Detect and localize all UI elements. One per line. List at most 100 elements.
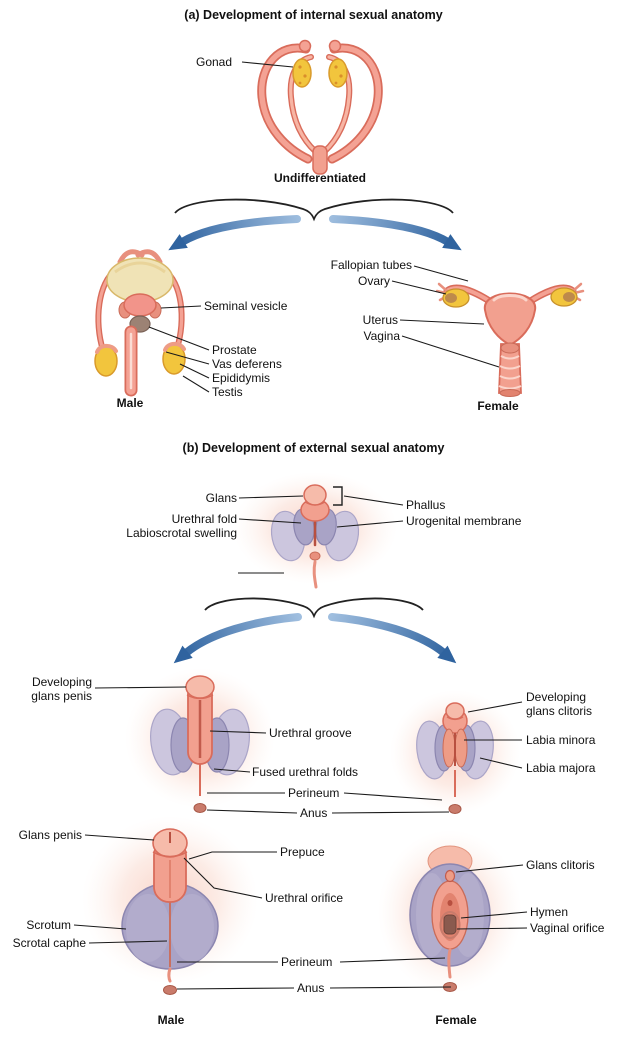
perineum-bottom-label: Perineum [281,955,333,969]
undifferentiated-internal-illustration [257,39,383,175]
perineum-mid-label: Perineum [288,786,340,800]
anus-mid-left-leader [206,809,298,814]
uterus-shape [483,292,537,347]
epididymis-label: Epididymis [212,371,271,385]
vaginal-orifice-label: Vaginal orifice [530,921,605,935]
testis-leader [182,375,210,393]
glans-penis-label: Glans penis [18,828,82,842]
urethral-orifice-leader [183,857,263,899]
female-caption-a: Female [477,399,519,413]
developing-glans-clitoris-shape [445,702,465,720]
section-b-title: (b) Development of external sexual anato… [182,441,445,455]
labioscrotal-swelling-label: Labioscrotal swelling [126,526,237,540]
mature-female-external-illustration [378,830,522,994]
glans-clitoris-leader [455,864,524,873]
urethral-fold-label: Urethral fold [171,512,237,526]
anus-bottom-right-leader [329,986,452,989]
scrotum-leader [73,924,127,930]
developing-glans-penis-label: Developing glans penis [31,675,92,704]
urethral-orifice-label: Urethral orifice [265,891,344,905]
glans-clitoris-shape [444,869,456,883]
male-caption-b: Male [157,1013,185,1027]
anus-mid-label: Anus [300,806,328,820]
urethral-groove-leader [209,730,267,734]
duct-curl-left [298,39,312,53]
phallus-bracket [333,486,343,506]
seminal-vesicle-label: Seminal vesicle [204,299,288,313]
mature-male-external-illustration [82,816,258,995]
phallus-label: Phallus [406,498,446,512]
prostate-leader [148,326,210,351]
vas-deferens-label: Vas deferens [212,357,282,371]
gonad-left [292,58,312,88]
anus-bottom-label: Anus [297,981,325,995]
branch-brace-a [174,198,454,222]
urethral-groove-label: Urethral groove [269,726,352,740]
urogenital-membrane-label: Urogenital membrane [406,514,522,528]
uterus-label: Uterus [362,313,398,327]
anus-shape [163,985,177,995]
vagina-label: Vagina [363,329,400,343]
anus-bottom-left-leader [176,987,295,990]
branch-brace-b [204,597,424,619]
phallus-leader [343,495,404,506]
prepuce-label: Prepuce [280,845,325,859]
scrotal-raphe-leader [88,940,168,944]
fallopian-tubes-leader [413,265,469,282]
scrotal-raphe-label: Scrotal caphe [12,936,86,950]
labia-minora-label: Labia minora [526,733,596,747]
ovary-label: Ovary [357,274,390,288]
seminal-vesicle-leader [160,305,202,309]
developing-female-external-illustration [390,690,520,814]
arrow-to-male-external [173,613,302,664]
developing-glans-penis-shape [185,675,215,699]
hymen-label: Hymen [530,905,569,919]
hymen-leader [460,911,528,919]
scrotum-label: Scrotum [26,918,71,932]
arrow-to-female-internal [329,215,462,251]
perineum-mid-right-leader [343,792,443,801]
prostate-label: Prostate [212,343,257,357]
arrow-to-female-external [328,613,457,664]
anus-shape [193,803,207,813]
anus-mid-right-leader [331,811,450,814]
urogenital-membrane-leader [336,520,404,528]
glans-penis-leader [84,834,155,841]
anus-shape [448,804,462,814]
duct-curl-right [328,39,342,53]
vagina-leader [401,335,500,368]
leader-lines [73,61,528,990]
labia-majora-label: Labia majora [526,761,596,775]
glans-shape [303,484,327,506]
arrow-to-male-internal [168,215,301,251]
fused-urethral-folds-label: Fused urethral folds [252,765,359,779]
developing-male-external-illustration [125,668,275,813]
vaginal-orifice-leader [456,927,528,930]
female-internal-illustration [435,282,585,397]
gonad-label: Gonad [196,55,233,69]
urethral-opening [447,900,453,906]
developing-glans-penis-leader [94,686,187,689]
male-caption-a: Male [116,396,144,410]
section-a-title: (a) Development of internal sexual anato… [184,8,443,22]
prepuce-rim [152,851,188,858]
ovary-leader [391,280,447,295]
glans-leader [238,495,304,499]
glans-label: Glans [205,491,237,505]
developing-glans-clitoris-label: Developing glans clitoris [526,690,593,719]
gonad-right [328,58,348,88]
epididymis-shape [163,341,186,352]
glans-clitoris-label: Glans clitoris [526,858,595,872]
prepuce-leader [188,851,277,860]
tail-bud [312,560,318,589]
undifferentiated-caption: Undifferentiated [273,171,366,185]
labia-majora-leader [479,757,523,769]
testis-label: Testis [212,385,243,399]
gonad-leader [241,61,294,68]
external-undifferentiated-illustration [233,472,397,589]
vas-deferens-leader [165,351,210,365]
fused-urethral-folds-leader [213,768,251,773]
urogenital-stem [312,145,328,175]
hymen-ring [439,911,461,939]
